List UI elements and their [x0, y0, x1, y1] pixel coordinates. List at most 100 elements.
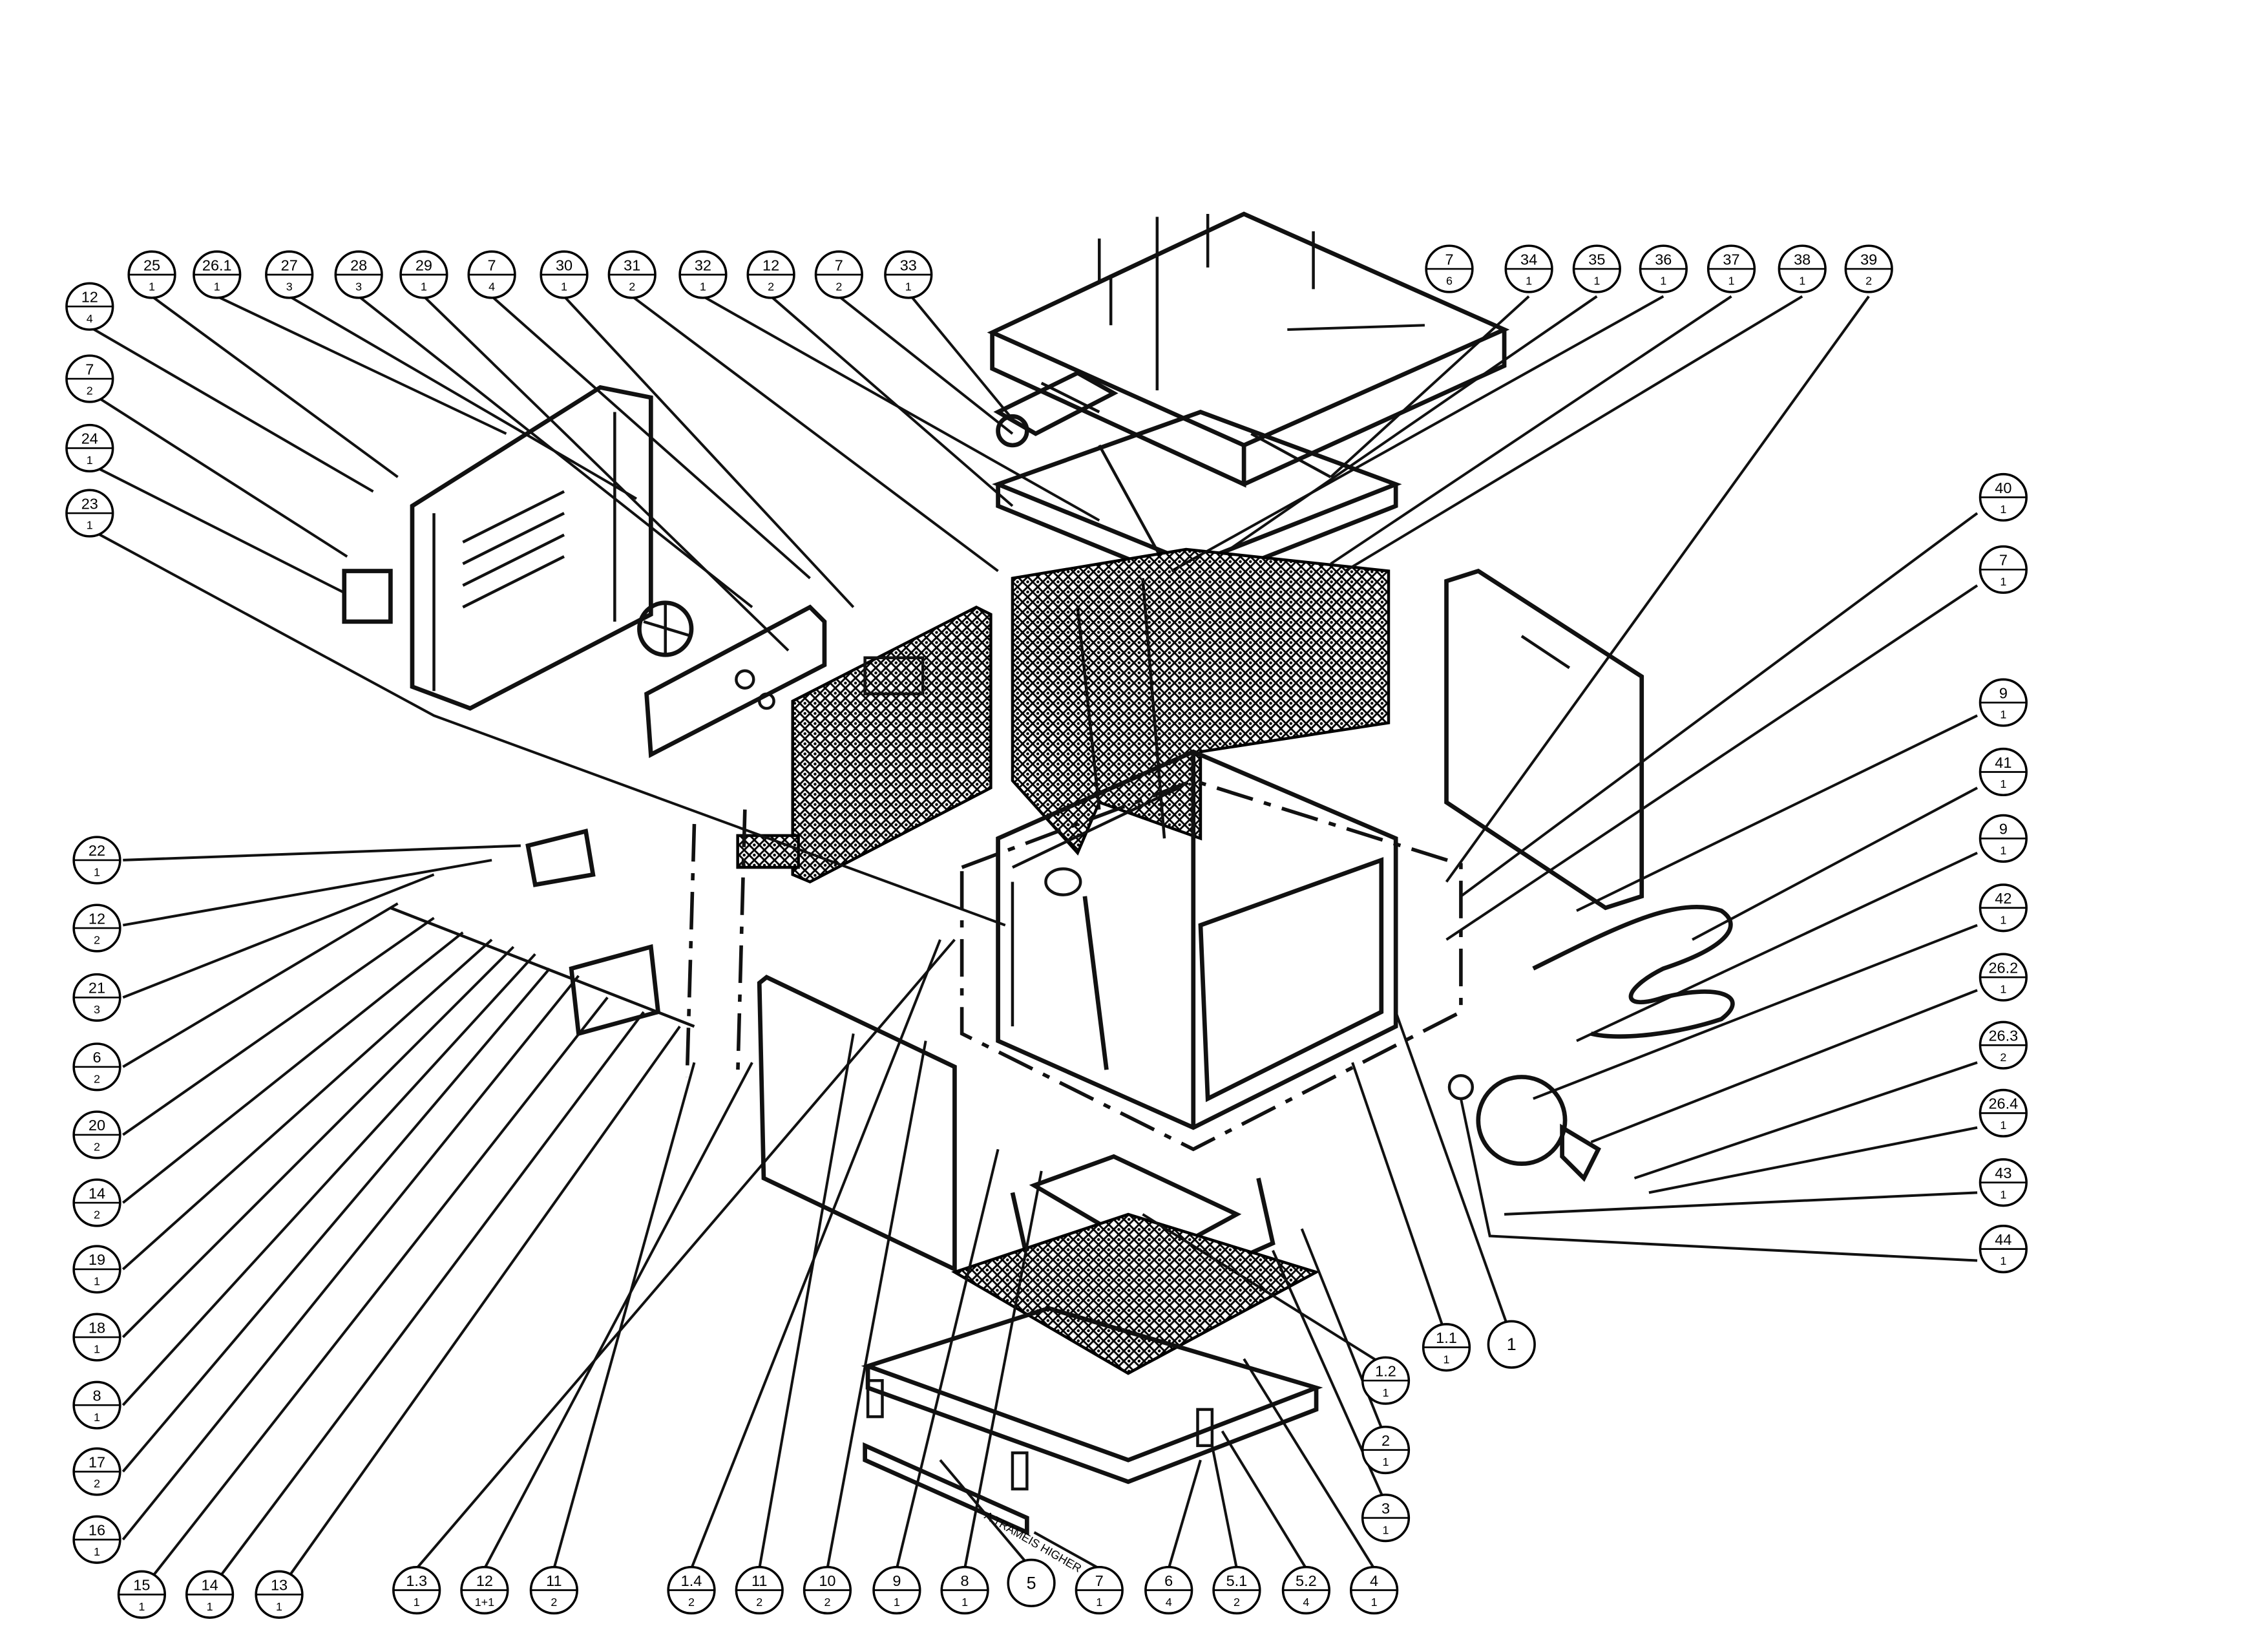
callout-balloon: 81 — [72, 1380, 121, 1430]
callout-part-number: 14 — [89, 1185, 105, 1201]
callout-balloon: 191 — [72, 1245, 121, 1294]
callout-quantity: 2 — [1865, 275, 1872, 288]
callout-part-number: 29 — [415, 257, 432, 273]
callout-quantity: 1 — [421, 280, 427, 293]
callout-quantity: 1 — [2000, 844, 2006, 857]
callout-part-number: 26.3 — [1988, 1028, 2018, 1044]
callout-balloon: 21 — [1361, 1425, 1411, 1475]
callout-part-number: 42 — [1995, 890, 2011, 907]
callout-quantity: 1 — [700, 280, 706, 293]
callout-quantity: 1 — [214, 280, 220, 293]
part-callouts: 1247224123125126.11273283291743013123211… — [65, 244, 2028, 1619]
callout-quantity: 1 — [87, 519, 93, 532]
callout-quantity: 1 — [1593, 275, 1600, 288]
callout-quantity: 1 — [414, 1596, 420, 1609]
callout-part-number: 12 — [81, 289, 98, 306]
callout-balloon: 1.42 — [667, 1565, 716, 1615]
callout-quantity: 3 — [286, 280, 293, 293]
callout-part-number: 6 — [1164, 1572, 1173, 1589]
callout-balloon: 401 — [1979, 472, 2028, 522]
callout-balloon: 331 — [884, 250, 933, 299]
callout-balloon: 312 — [607, 250, 656, 299]
callout-quantity: 1 — [961, 1596, 968, 1609]
side-panel-right — [1444, 568, 1644, 911]
callout-quantity: 4 — [87, 312, 93, 325]
callout-part-number: 5.2 — [1296, 1572, 1317, 1589]
callout-quantity: 1 — [1383, 1386, 1389, 1399]
callout-quantity: 1 — [87, 454, 93, 467]
callout-part-number: 44 — [1995, 1231, 2011, 1248]
callout-quantity: 1 — [1660, 275, 1666, 288]
callout-quantity: 1 — [2000, 503, 2006, 516]
callout-balloon: 35 1 — [1572, 244, 1621, 293]
callout-balloon: 5 — [1007, 1558, 1056, 1607]
callout-part-number: 38 — [1794, 251, 1811, 268]
callout-part-number: 1 — [1507, 1335, 1517, 1354]
front-bracket — [863, 1379, 1214, 1536]
callout-balloon: 231 — [65, 489, 114, 538]
callout-quantity: 1 — [1799, 275, 1805, 288]
callout-part-number: 20 — [89, 1117, 105, 1134]
callout-part-number: 26.4 — [1988, 1095, 2018, 1112]
callout-quantity: 2 — [94, 1477, 100, 1490]
rear-panel — [342, 385, 694, 711]
callout-quantity: 1 — [2000, 1119, 2006, 1132]
callout-part-number: 9 — [892, 1572, 901, 1589]
callout-balloon: 71 — [1979, 545, 2028, 594]
callout-balloon: 74 — [467, 250, 516, 299]
callout-part-number: 9 — [1999, 821, 2008, 838]
callout-quantity: 2 — [94, 1209, 100, 1221]
callout-quantity: 1 — [2000, 1254, 2006, 1267]
callout-quantity: 1 — [2000, 708, 2006, 721]
callout-part-number: 12 — [762, 257, 779, 273]
back-insulation-panel — [791, 605, 992, 883]
callout-part-number: 7 — [85, 361, 94, 377]
callout-part-number: 36 — [1655, 251, 1672, 268]
callout-balloon: 76 — [1425, 244, 1474, 293]
callout-balloon: 36 1 — [1639, 244, 1688, 293]
callout-quantity: 2 — [768, 280, 774, 293]
callout-quantity: 1 — [2000, 575, 2006, 588]
mesh-block — [736, 834, 800, 869]
callout-part-number: 41 — [1995, 754, 2011, 771]
control-panel-assembly — [390, 809, 747, 1077]
bottom-insulation — [951, 1212, 1320, 1375]
callout-balloon: 431 — [1979, 1158, 2028, 1207]
callout-quantity: 2 — [94, 934, 100, 947]
callout-part-number: 1.1 — [1436, 1329, 1457, 1346]
callout-balloon: 241 — [65, 423, 114, 472]
callout-part-number: 19 — [89, 1251, 105, 1268]
callout-part-number: 27 — [281, 257, 298, 273]
callout-part-number: 18 — [89, 1319, 105, 1336]
callout-balloon: 1.21 — [1361, 1356, 1411, 1405]
callout-quantity: 2 — [2000, 1051, 2006, 1064]
callout-balloon: 41 — [1349, 1565, 1399, 1615]
callout-balloon: 26.32 — [1979, 1020, 2028, 1070]
callout-quantity: 1 — [1096, 1596, 1102, 1609]
callout-balloon: 91 — [1979, 814, 2028, 863]
callout-balloon: 62 — [72, 1042, 121, 1092]
callout-quantity: 3 — [94, 1003, 100, 1016]
top-cover-panel — [987, 211, 1510, 488]
callout-quantity: 2 — [824, 1596, 830, 1609]
callout-part-number: 35 — [1588, 251, 1605, 268]
callout-part-number: 22 — [89, 842, 105, 859]
callout-part-number: 4 — [1370, 1572, 1378, 1589]
callout-part-number: 7 — [835, 257, 843, 273]
callout-balloon: 71 — [1075, 1565, 1124, 1615]
callout-balloon: 283 — [334, 250, 383, 299]
callout-balloon: 151 — [117, 1570, 166, 1619]
callout-quantity: 1 — [94, 1411, 100, 1424]
callout-part-number: 8 — [92, 1388, 101, 1404]
callout-quantity: 1 — [561, 280, 567, 293]
callout-quantity: 4 — [1303, 1596, 1309, 1609]
callout-part-number: 1.4 — [681, 1572, 702, 1589]
callout-balloon: 392 — [1844, 244, 1893, 293]
callout-part-number: 12 — [89, 910, 105, 927]
callout-balloon: 441 — [1979, 1225, 2028, 1274]
oven-cavity — [960, 749, 1463, 1152]
callout-part-number: 15 — [133, 1577, 150, 1594]
callout-part-number: 26.2 — [1988, 959, 2018, 976]
callout-quantity: 1 — [1728, 275, 1735, 288]
callout-quantity: 2 — [688, 1596, 695, 1609]
